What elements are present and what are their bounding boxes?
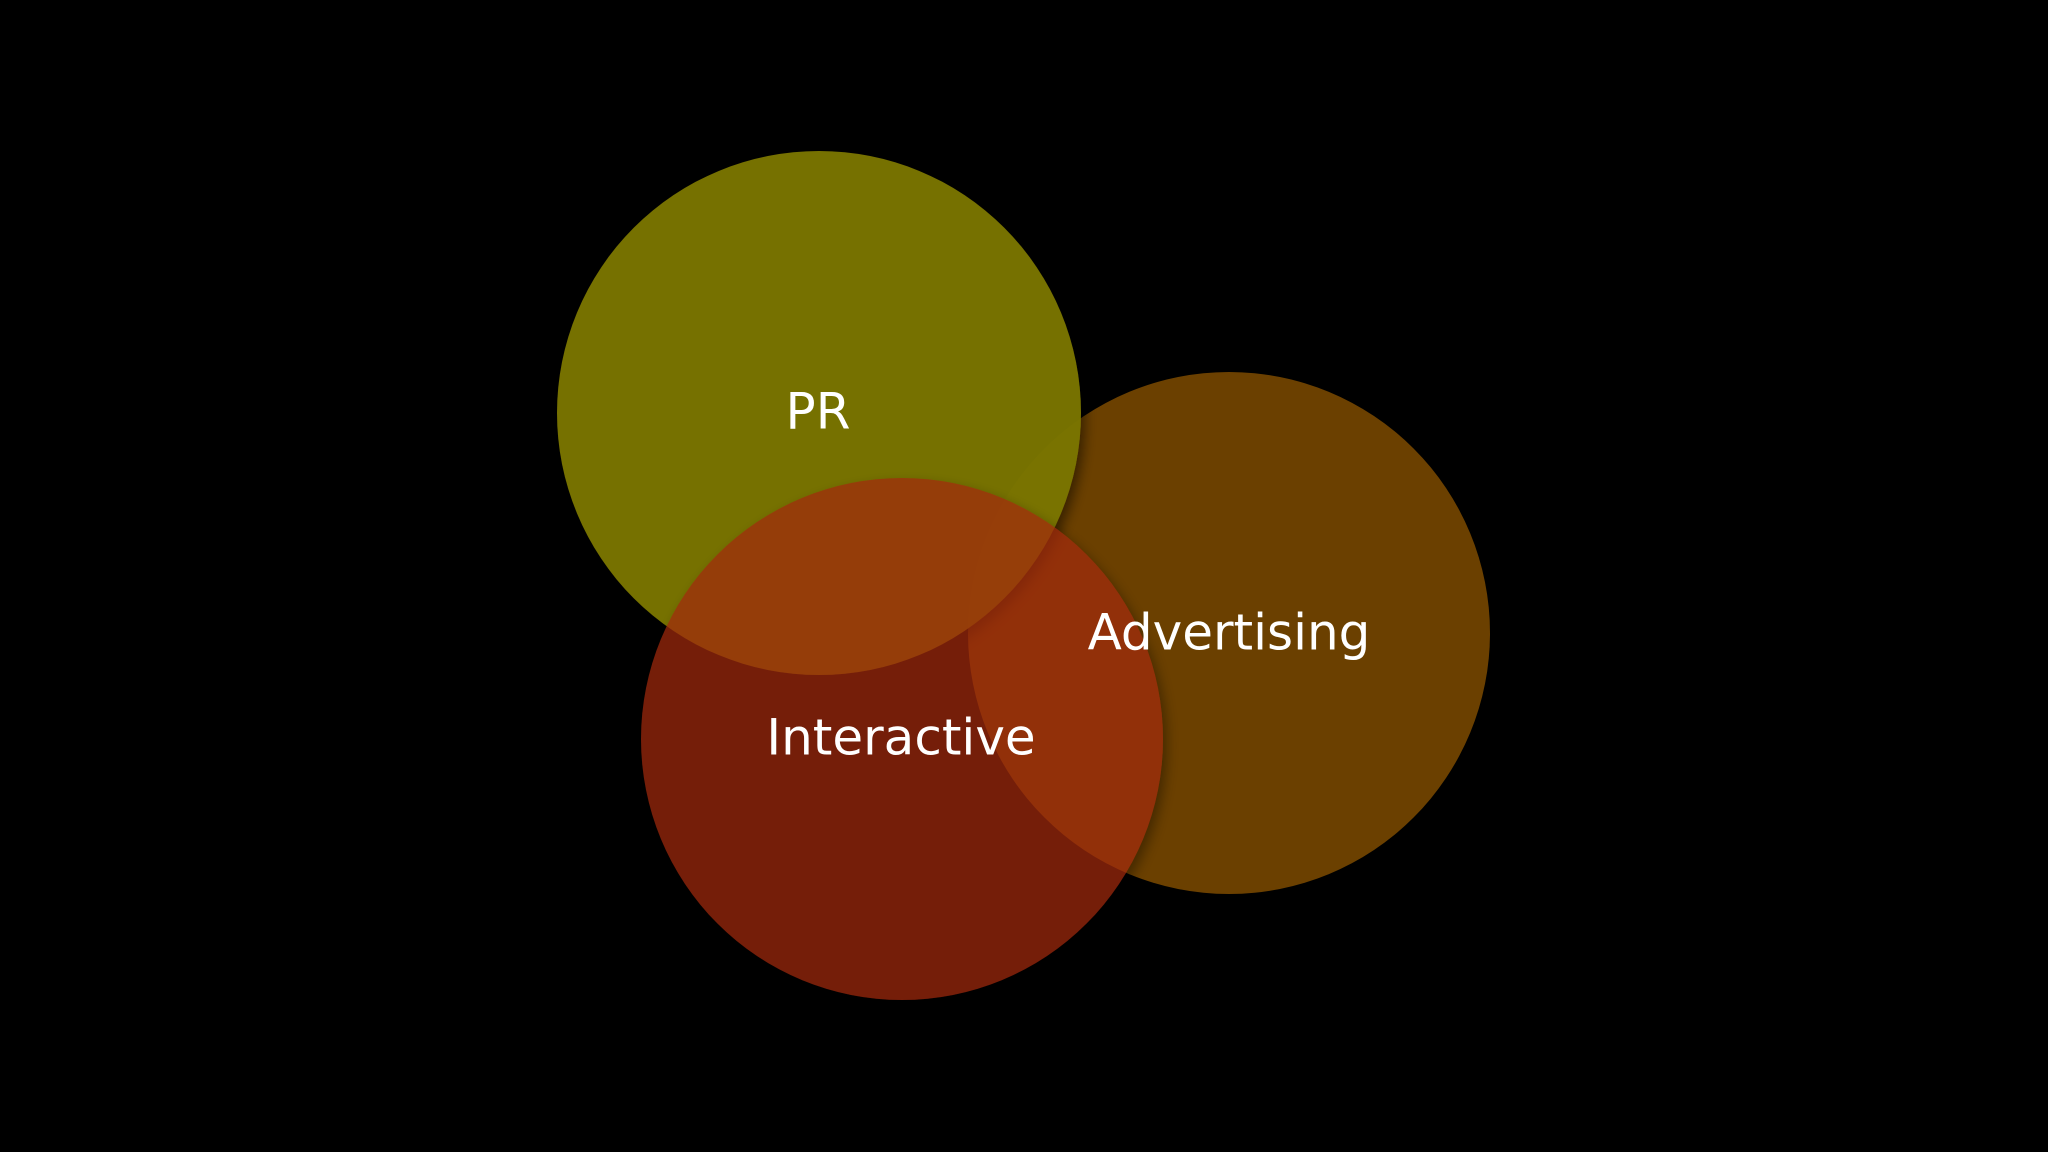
venn-label-interactive: Interactive [766,709,1035,767]
venn-label-advertising: Advertising [1088,604,1371,662]
venn-label-pr: PR [786,383,851,441]
venn-circle-interactive [641,478,1163,1000]
